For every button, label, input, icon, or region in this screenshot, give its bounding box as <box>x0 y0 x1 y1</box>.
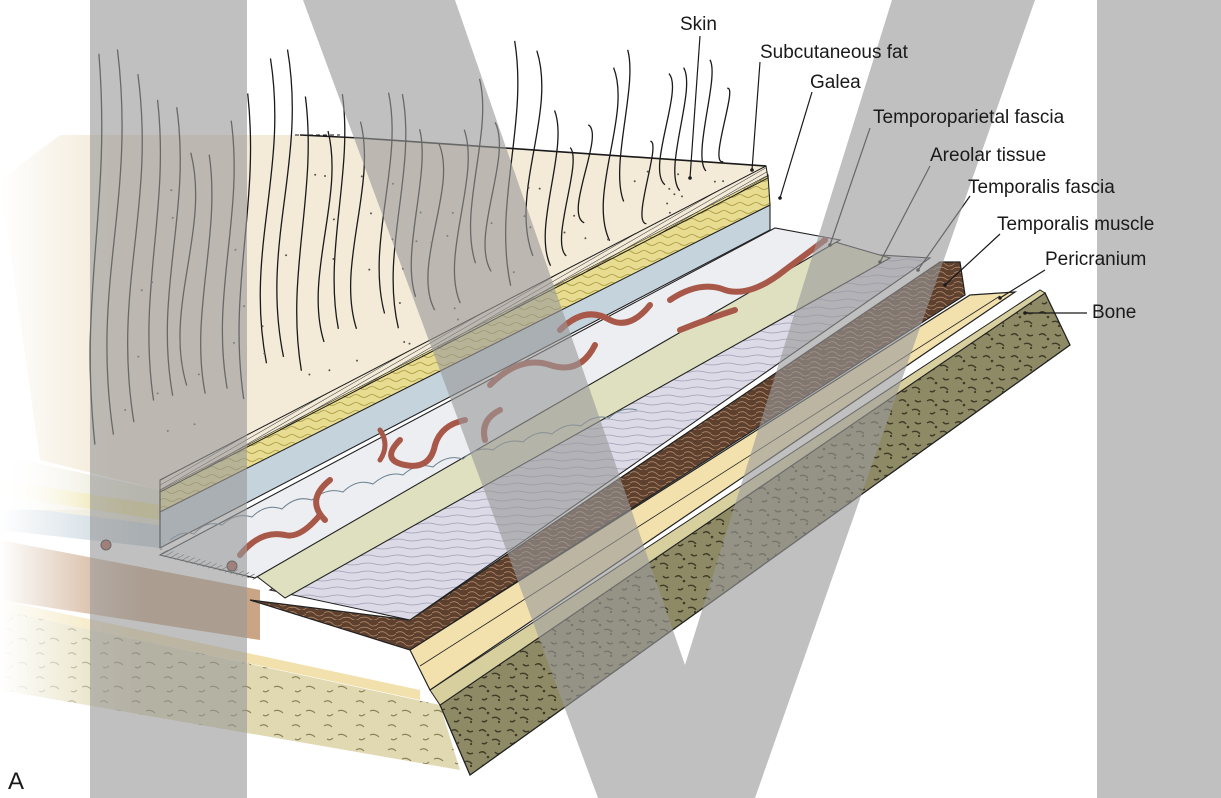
label-areolar-tissue: Areolar tissue <box>930 146 1046 165</box>
panel-letter: A <box>8 770 24 794</box>
label-temporoparietal-fascia: Temporoparietal fascia <box>873 108 1064 127</box>
label-temporalis-fascia: Temporalis fascia <box>968 178 1115 197</box>
label-galea: Galea <box>810 73 861 92</box>
label-bone: Bone <box>1092 303 1136 322</box>
label-pericranium: Pericranium <box>1045 250 1146 269</box>
label-temporalis-muscle: Temporalis muscle <box>997 215 1154 234</box>
label-subcutaneous-fat: Subcutaneous fat <box>760 43 908 62</box>
label-skin: Skin <box>680 15 717 34</box>
